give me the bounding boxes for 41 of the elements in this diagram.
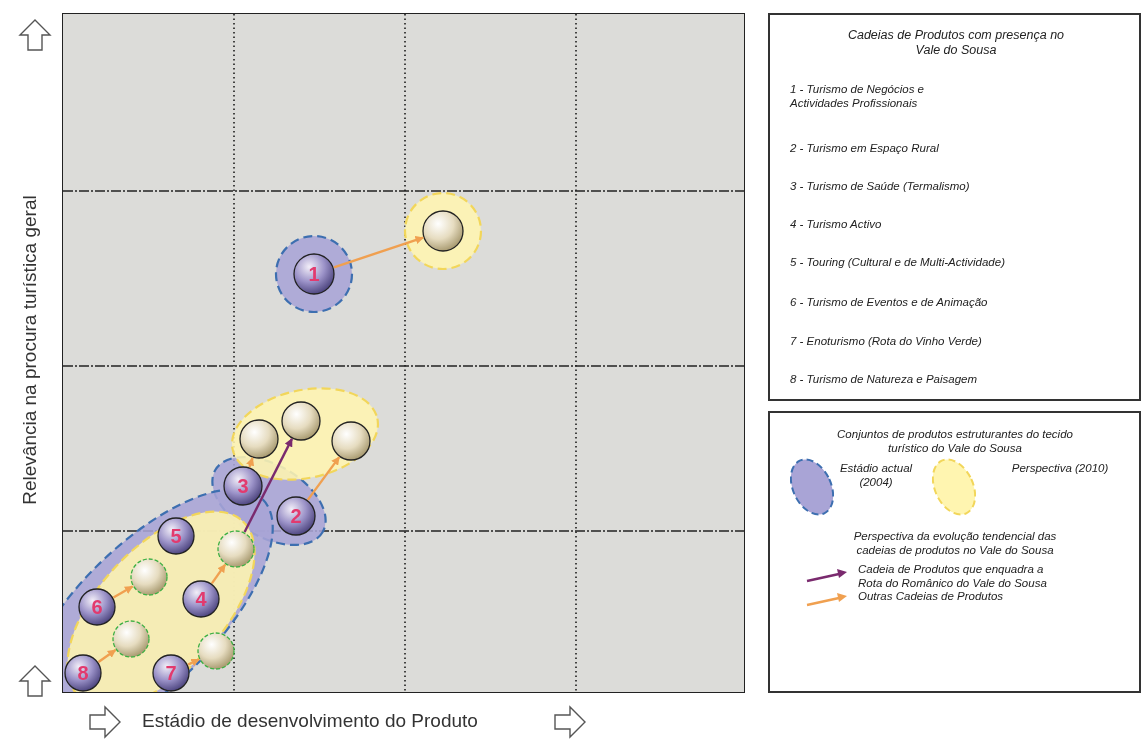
legend-item-text: 3 - Turismo de Saúde (Termalismo) — [790, 180, 971, 194]
legend-label: Perspectiva (2010) — [1010, 462, 1110, 476]
legend-label: Outras Cadeias de Produtos — [858, 590, 1005, 604]
sphere — [422, 210, 464, 252]
arrow — [243, 438, 293, 533]
numbered-sphere: 8 — [64, 654, 102, 692]
arrow — [246, 457, 255, 468]
axis-title: Relevância na procura turística geral — [18, 195, 41, 505]
legend-item-text: 6 - Turismo de Eventos e de Animação — [790, 296, 989, 310]
numbered-sphere: 4 — [182, 580, 220, 618]
legend-item-text: 1 - Turismo de Negócios e Actividades Profissionais — [790, 83, 925, 111]
numbered-sphere: 7 — [152, 654, 190, 692]
legend-item-text: 7 - Enoturismo (Rota do Vinho Verde) — [790, 335, 983, 349]
sphere — [239, 419, 279, 459]
legend-item-text: 5 - Touring (Cultural e de Multi-Actividade) — [790, 256, 1006, 270]
sphere — [331, 421, 371, 461]
legend-item-text: 8 - Turismo de Natureza e Paisagem — [790, 373, 979, 387]
arrow — [112, 585, 134, 599]
sphere — [130, 558, 168, 596]
numbered-sphere: 6 — [78, 588, 116, 626]
legend-label: Cadeia de Produtos que enquadra a Rota do Românico do Vale do Sousa — [858, 563, 1048, 591]
legend-label: Estádio actual (2004) — [838, 462, 914, 490]
numbered-sphere: 1 — [293, 253, 335, 295]
arrow — [210, 563, 227, 585]
arrow — [333, 236, 424, 269]
sphere — [281, 401, 321, 441]
legend-heading: Cadeias de Produtos com presença no Vale do Sousa — [846, 28, 1066, 58]
numbered-sphere: 3 — [223, 466, 263, 506]
sphere — [217, 530, 255, 568]
arrow — [187, 658, 200, 667]
numbered-sphere: 5 — [157, 517, 195, 555]
sphere — [112, 620, 150, 658]
arrow — [97, 649, 117, 663]
legend-item-text: 2 - Turismo em Espaço Rural — [790, 142, 940, 156]
arrow — [306, 456, 341, 501]
sphere — [197, 632, 235, 670]
numbered-sphere: 2 — [276, 496, 316, 536]
axis-title: Estádio de desenvolvimento do Produto — [142, 710, 478, 733]
legend-heading: Conjuntos de produtos estruturantes do tecido turístico do Vale do Sousa — [836, 428, 1074, 456]
legend-item-text: 4 - Turismo Activo — [790, 218, 883, 232]
legend-heading: Perspectiva da evolução tendencial das cadeias de produtos no Vale do Sousa — [852, 530, 1058, 558]
